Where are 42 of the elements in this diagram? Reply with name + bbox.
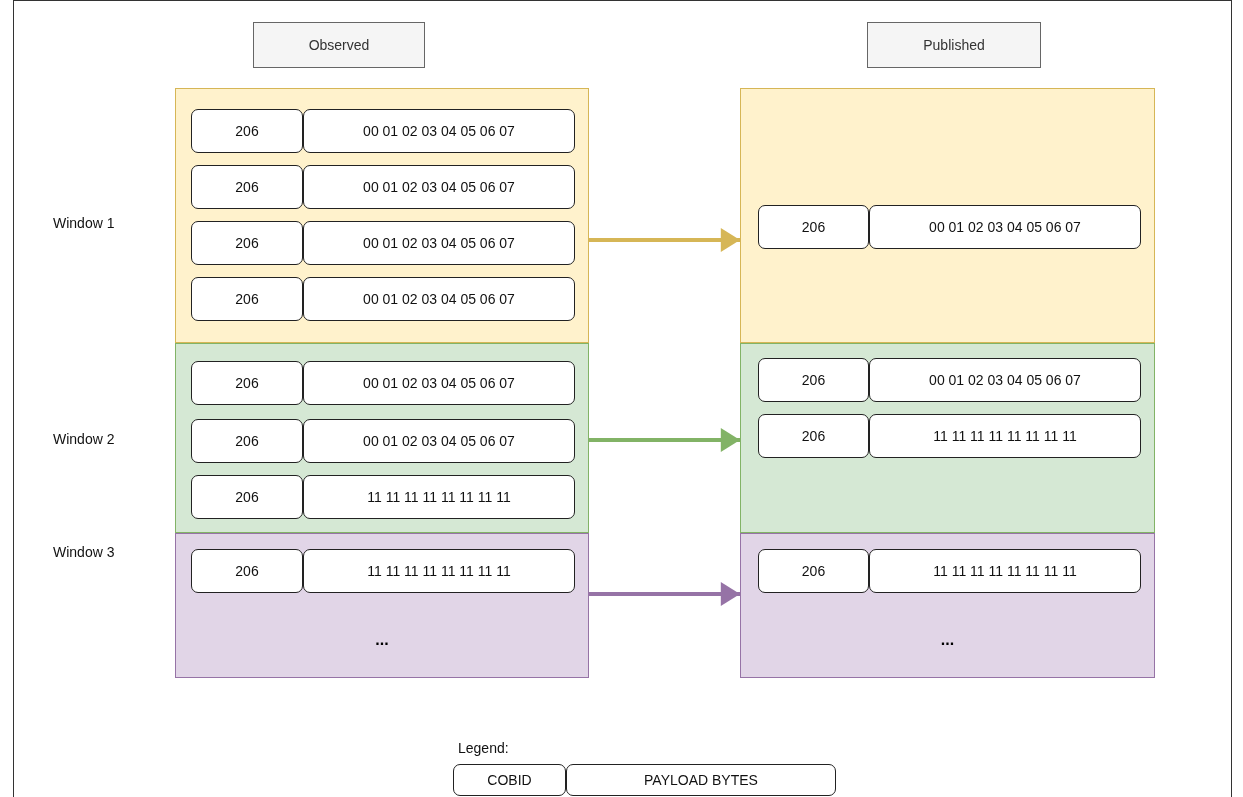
payload-box: 11 11 11 11 11 11 11 11 xyxy=(869,549,1141,593)
cobid-box: COBID xyxy=(453,764,566,796)
payload-box: 11 11 11 11 11 11 11 11 xyxy=(303,475,575,519)
payload-box: 00 01 02 03 04 05 06 07 xyxy=(869,205,1141,249)
window-label: Window 2 xyxy=(53,431,115,447)
cobid-box: 206 xyxy=(191,361,303,405)
cobid-box: 206 xyxy=(191,109,303,153)
cobid-box: 206 xyxy=(758,205,869,249)
payload-box: 11 11 11 11 11 11 11 11 xyxy=(869,414,1141,458)
payload-box: 00 01 02 03 04 05 06 07 xyxy=(303,109,575,153)
arrow xyxy=(589,228,740,252)
window-label: Window 1 xyxy=(53,215,115,231)
payload-box: 11 11 11 11 11 11 11 11 xyxy=(303,549,575,593)
ellipsis-text: ... xyxy=(939,631,956,649)
window-label: Window 3 xyxy=(53,544,115,560)
arrow xyxy=(589,428,740,452)
cobid-box: 206 xyxy=(191,277,303,321)
cobid-box: 206 xyxy=(191,221,303,265)
window-band xyxy=(740,88,1155,343)
ellipsis-text: ... xyxy=(374,631,390,649)
payload-box: PAYLOAD BYTES xyxy=(566,764,836,796)
cobid-box: 206 xyxy=(758,358,869,402)
payload-box: 00 01 02 03 04 05 06 07 xyxy=(303,165,575,209)
cobid-box: 206 xyxy=(758,549,869,593)
payload-box: 00 01 02 03 04 05 06 07 xyxy=(303,419,575,463)
window-band xyxy=(740,343,1155,533)
cobid-box: 206 xyxy=(758,414,869,458)
window-band xyxy=(175,343,589,533)
payload-box: 00 01 02 03 04 05 06 07 xyxy=(303,361,575,405)
column-header: Observed xyxy=(253,22,425,68)
cobid-box: 206 xyxy=(191,419,303,463)
payload-box: 00 01 02 03 04 05 06 07 xyxy=(303,221,575,265)
cobid-box: 206 xyxy=(191,549,303,593)
arrow xyxy=(589,582,740,606)
column-header: Published xyxy=(867,22,1041,68)
window-band xyxy=(740,533,1155,678)
payload-box: 00 01 02 03 04 05 06 07 xyxy=(303,277,575,321)
window-band xyxy=(175,88,589,343)
cobid-box: 206 xyxy=(191,475,303,519)
payload-box: 00 01 02 03 04 05 06 07 xyxy=(869,358,1141,402)
window-band xyxy=(175,533,589,678)
cobid-box: 206 xyxy=(191,165,303,209)
